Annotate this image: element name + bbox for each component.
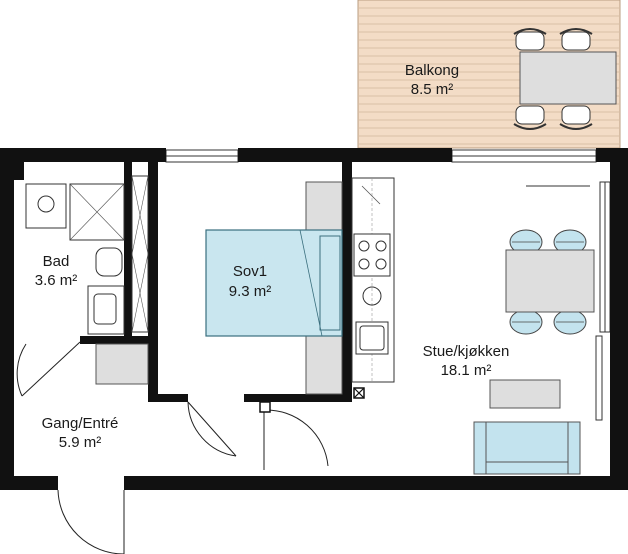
bed-pillow xyxy=(319,235,341,331)
room-name-stue: Stue/kjøkken xyxy=(423,343,510,360)
window-right-lower xyxy=(595,335,603,421)
room-area-bad: 3.6 m² xyxy=(35,272,78,289)
drain-icon xyxy=(37,195,55,213)
doors xyxy=(16,341,329,554)
kitchen xyxy=(351,177,395,399)
dining-table xyxy=(505,249,595,313)
coffee-table xyxy=(489,379,561,409)
bathroom-door xyxy=(21,341,81,397)
sink xyxy=(93,293,117,325)
balcony-chair xyxy=(513,28,547,51)
bathroom-fixtures xyxy=(25,175,149,335)
hall-cabinet xyxy=(95,343,149,385)
room-area-stue: 18.1 m² xyxy=(441,362,492,379)
room-name-balkong: Balkong xyxy=(405,62,459,79)
balcony-chair xyxy=(513,105,547,130)
dishwasher-icon xyxy=(362,286,382,306)
balcony-chair xyxy=(559,105,593,130)
room-area-gang: 5.9 m² xyxy=(59,434,102,451)
room-name-gang: Gang/Entré xyxy=(42,415,119,432)
balcony-table xyxy=(519,51,617,105)
room-name-bad: Bad xyxy=(43,253,70,270)
living-furniture xyxy=(473,185,595,475)
room-labels: Balkong 8.5 m² Bad 3.6 m² Sov1 9.3 m² St… xyxy=(35,62,510,451)
balcony-chair xyxy=(559,28,593,51)
dining-chair xyxy=(509,309,543,335)
sofa xyxy=(473,421,581,475)
room-area-sov1: 9.3 m² xyxy=(229,283,272,300)
bed xyxy=(205,229,343,337)
toilet xyxy=(95,247,123,277)
balcony xyxy=(357,0,621,149)
shower xyxy=(25,183,67,229)
bedroom-door xyxy=(187,401,237,457)
room-name-sov1: Sov1 xyxy=(233,263,267,280)
hob-icon xyxy=(353,233,391,277)
bedroom-furniture xyxy=(205,181,343,395)
wardrobe xyxy=(131,175,149,333)
dining-chair xyxy=(553,309,587,335)
walls xyxy=(0,148,628,490)
room-area-balkong: 8.5 m² xyxy=(411,81,454,98)
